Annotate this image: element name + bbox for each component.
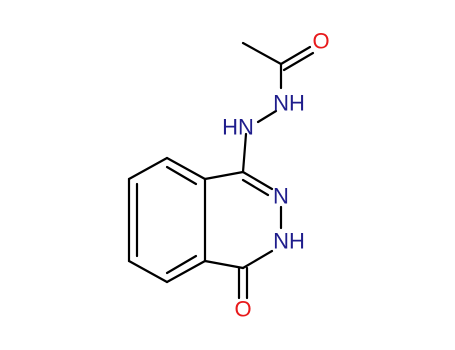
bond-nh-hn (256, 109, 278, 124)
atom-hn-hydrazine: HN (222, 115, 254, 140)
bond-hn-ring (241, 132, 248, 174)
atom-n-ring: N (273, 184, 289, 209)
bond-c5-c4a (165, 259, 207, 284)
atom-o-carbonyl: O (312, 29, 329, 54)
bond-carbonyl-o-1 (279, 45, 312, 66)
bond-c8a-c8 (165, 156, 207, 181)
bond-inner-c5-c4a (165, 254, 198, 275)
bond-c4-c4a (203, 259, 245, 270)
bond-c6-c5 (127, 259, 169, 284)
atom-labels: O NH HN N NH O (222, 29, 329, 322)
bond-lines (127, 41, 315, 300)
bond-nh-c4 (241, 249, 274, 270)
bond-carbonyl-o-2 (282, 51, 315, 72)
bond-inner-c8a-c8 (165, 165, 198, 186)
bond-c1-c8a (203, 170, 245, 181)
atom-nh-amide: NH (273, 91, 305, 116)
atom-nh-ring: NH (273, 229, 305, 254)
bond-c1-n-2 (241, 178, 270, 197)
bond-methyl-carbonyl (241, 41, 283, 66)
atom-o-lactam: O (234, 297, 251, 322)
bond-c8-c7 (127, 156, 169, 181)
bond-c1-n-1 (241, 170, 274, 191)
